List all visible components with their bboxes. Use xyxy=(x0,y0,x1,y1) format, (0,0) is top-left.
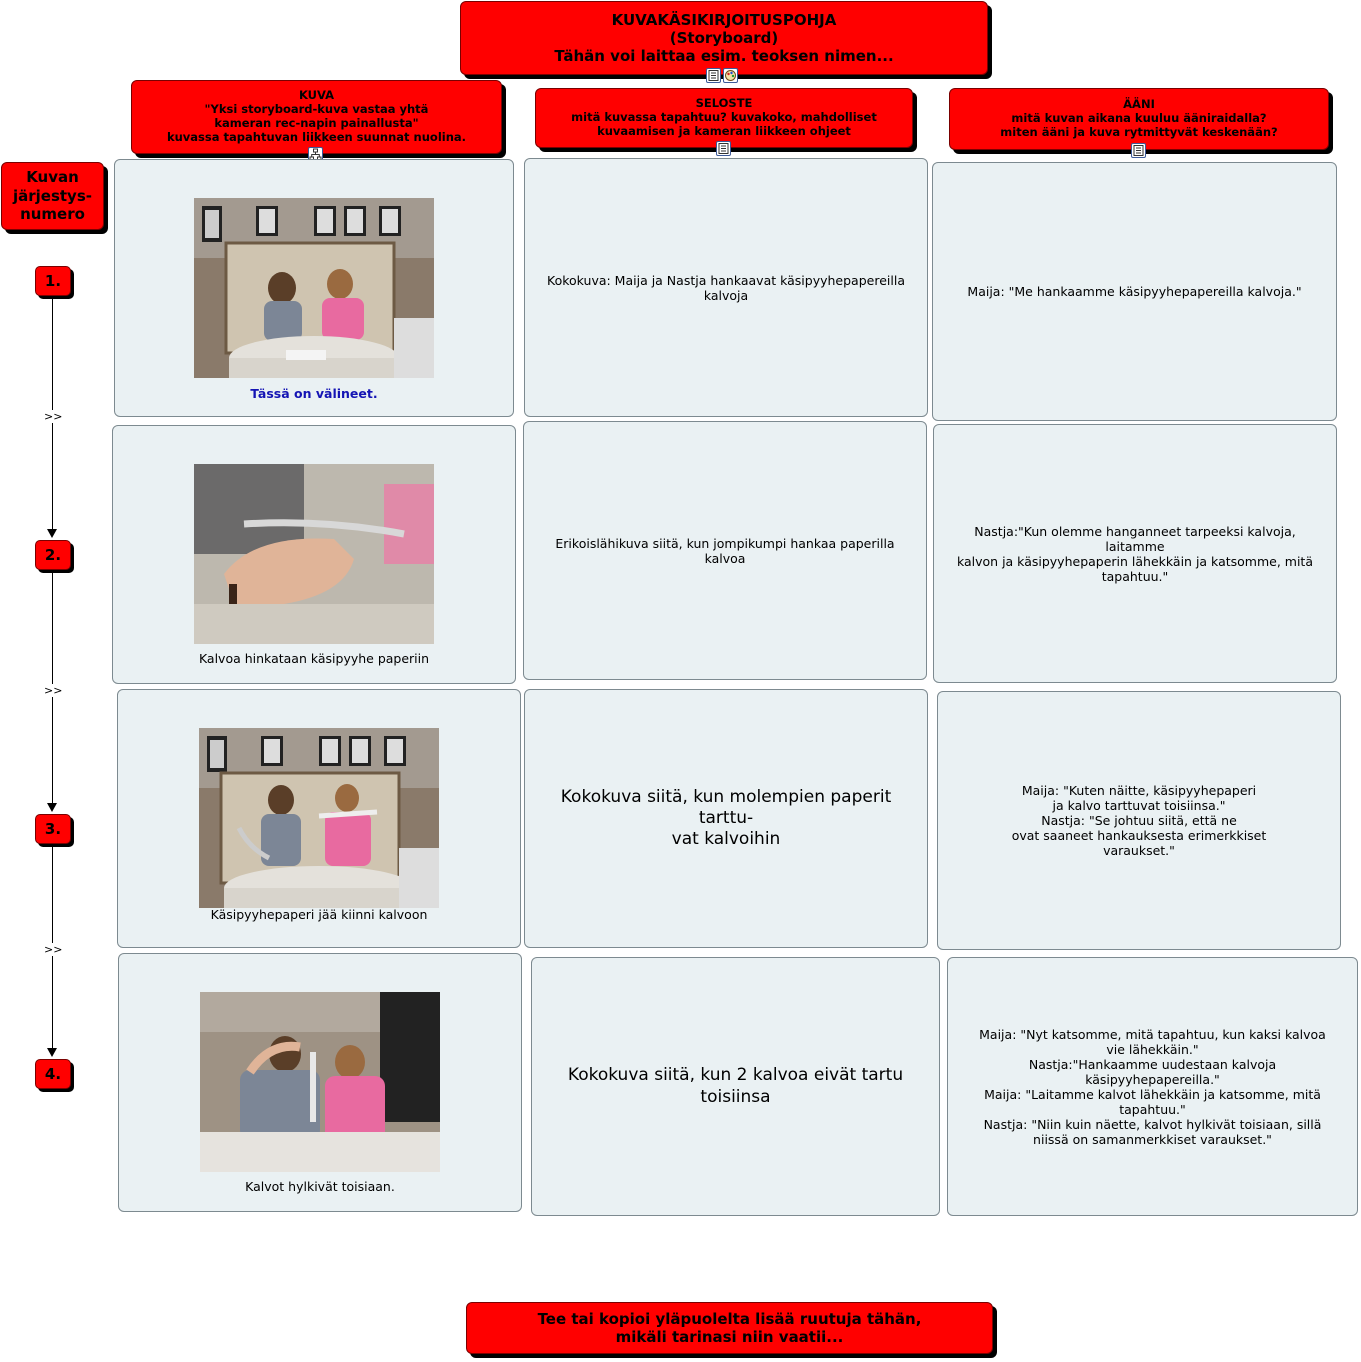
order-label: Kuvan järjestys- numero xyxy=(1,162,104,230)
title-line-2: (Storyboard) xyxy=(670,29,778,47)
audio-line: Nastja:"Hankaamme uudestaan kalvoja käsi… xyxy=(960,1057,1345,1087)
note-icon[interactable] xyxy=(1131,143,1146,158)
shot-number-2: 2. xyxy=(35,540,71,570)
footer-line-1: Tee tai kopioi yläpuolelta lisää ruutuja… xyxy=(538,1310,922,1328)
title-line-1: KUVAKÄSIKIRJOITUSPOHJA xyxy=(612,11,837,29)
header-kuva-line-3: kameran rec-napin painallusta" xyxy=(214,117,418,131)
audio-line: Nastja:"Kun olemme hanganneet tarpeeksi … xyxy=(946,524,1324,554)
connector-arrowhead xyxy=(47,1048,57,1057)
header-aani-line-1: ÄÄNI xyxy=(1123,98,1155,112)
title-box: KUVAKÄSIKIRJOITUSPOHJA (Storyboard) Tähä… xyxy=(460,1,988,75)
audio-line: Nastja: "Niin kuin näette, kalvot hylkiv… xyxy=(960,1117,1345,1132)
header-kuva: KUVA "Yksi storyboard-kuva vastaa yhtä k… xyxy=(131,80,502,154)
note-icon[interactable] xyxy=(706,68,721,83)
order-label-line-1: Kuvan xyxy=(26,168,79,187)
header-seloste-line-2: mitä kuvassa tapahtuu? kuvakoko, mahdoll… xyxy=(571,111,877,125)
connector-label: >> xyxy=(43,943,63,956)
connector-arrowhead xyxy=(47,529,57,538)
description-panel-4[interactable]: Kokokuva siitä, kun 2 kalvoa eivät tartu… xyxy=(531,957,940,1216)
shot-number-4: 4. xyxy=(35,1059,71,1089)
audio-line: varaukset." xyxy=(1012,843,1267,858)
shot-photo-3 xyxy=(199,728,439,908)
image-panel-4[interactable]: Kalvot hylkivät toisiaan. xyxy=(118,953,522,1212)
shot-caption-4: Kalvot hylkivät toisiaan. xyxy=(119,1179,521,1194)
audio-line: ovat saaneet hankauksesta erimerkkiset xyxy=(1012,828,1267,843)
audio-line: vie lähekkäin." xyxy=(960,1042,1345,1057)
header-aani-line-2: mitä kuvan aikana kuuluu ääniraidalla? xyxy=(1011,112,1266,126)
note-icon[interactable] xyxy=(716,141,731,156)
audio-line: ja kalvo tarttuvat toisiinsa." xyxy=(1012,798,1267,813)
title-line-3: Tähän voi laittaa esim. teoksen nimen... xyxy=(554,47,893,65)
image-panel-1[interactable]: Tässä on välineet. xyxy=(114,159,514,417)
shot-number-1: 1. xyxy=(35,266,71,296)
header-aani-line-3: miten ääni ja kuva rytmittyvät keskenään… xyxy=(1000,126,1277,140)
header-kuva-line-4: kuvassa tapahtuvan liikkeen suunnat nuol… xyxy=(167,131,466,145)
header-kuva-line-2: "Yksi storyboard-kuva vastaa yhtä xyxy=(205,103,429,117)
header-seloste-line-3: kuvaamisen ja kameran liikkeen ohjeet xyxy=(597,125,851,139)
audio-line: niissä on samanmerkkiset varaukset." xyxy=(960,1132,1345,1147)
order-label-line-3: numero xyxy=(20,205,85,224)
connector-label: >> xyxy=(43,684,63,697)
audio-line: tapahtuu." xyxy=(946,569,1324,584)
description-panel-1[interactable]: Kokokuva: Maija ja Nastja hankaavat käsi… xyxy=(524,158,928,417)
description-panel-3[interactable]: Kokokuva siitä, kun molempien paperit ta… xyxy=(524,689,928,948)
footer-line-2: mikäli tarinasi niin vaatii... xyxy=(616,1328,844,1346)
header-aani: ÄÄNI mitä kuvan aikana kuuluu ääniraidal… xyxy=(949,88,1329,150)
palette-icon[interactable] xyxy=(723,68,738,83)
header-kuva-line-1: KUVA xyxy=(299,89,334,103)
shot-number-3: 3. xyxy=(35,814,71,844)
image-panel-3[interactable]: Käsipyyhepaperi jää kiinni kalvoon xyxy=(117,689,521,948)
header-seloste: SELOSTE mitä kuvassa tapahtuu? kuvakoko,… xyxy=(535,88,913,148)
audio-line: Maija: "Kuten näitte, käsipyyhepaperi xyxy=(1012,783,1267,798)
shot-caption-2: Kalvoa hinkataan käsipyyhe paperiin xyxy=(113,651,515,666)
shot-photo-4 xyxy=(200,992,440,1172)
shot-photo-1 xyxy=(194,198,434,378)
audio-panel-4[interactable]: Maija: "Nyt katsomme, mitä tapahtuu, kun… xyxy=(947,957,1358,1216)
image-panel-2[interactable]: Kalvoa hinkataan käsipyyhe paperiin xyxy=(112,425,516,684)
shot-caption-3: Käsipyyhepaperi jää kiinni kalvoon xyxy=(118,907,520,922)
audio-panel-2[interactable]: Nastja:"Kun olemme hanganneet tarpeeksi … xyxy=(933,424,1337,683)
audio-line: Maija: "Me hankaamme käsipyyhepapereilla… xyxy=(967,284,1301,299)
audio-line: Maija: "Laitamme kalvot lähekkäin ja kat… xyxy=(960,1087,1345,1117)
header-seloste-line-1: SELOSTE xyxy=(696,97,753,111)
connector-arrowhead xyxy=(47,803,57,812)
audio-line: Maija: "Nyt katsomme, mitä tapahtuu, kun… xyxy=(960,1027,1345,1042)
audio-panel-3[interactable]: Maija: "Kuten näitte, käsipyyhepaperi ja… xyxy=(937,691,1341,950)
shot-photo-2 xyxy=(194,464,434,644)
shot-caption-1: Tässä on välineet. xyxy=(115,386,513,401)
footer-box: Tee tai kopioi yläpuolelta lisää ruutuja… xyxy=(466,1302,993,1354)
audio-line: Nastja: "Se johtuu siitä, että ne xyxy=(1012,813,1267,828)
audio-line: kalvon ja käsipyyhepaperin lähekkäin ja … xyxy=(946,554,1324,569)
audio-panel-1[interactable]: Maija: "Me hankaamme käsipyyhepapereilla… xyxy=(932,162,1337,421)
order-label-line-2: järjestys- xyxy=(13,187,92,206)
connector-label: >> xyxy=(43,410,63,423)
description-panel-2[interactable]: Erikoislähikuva siitä, kun jompikumpi ha… xyxy=(523,421,927,680)
